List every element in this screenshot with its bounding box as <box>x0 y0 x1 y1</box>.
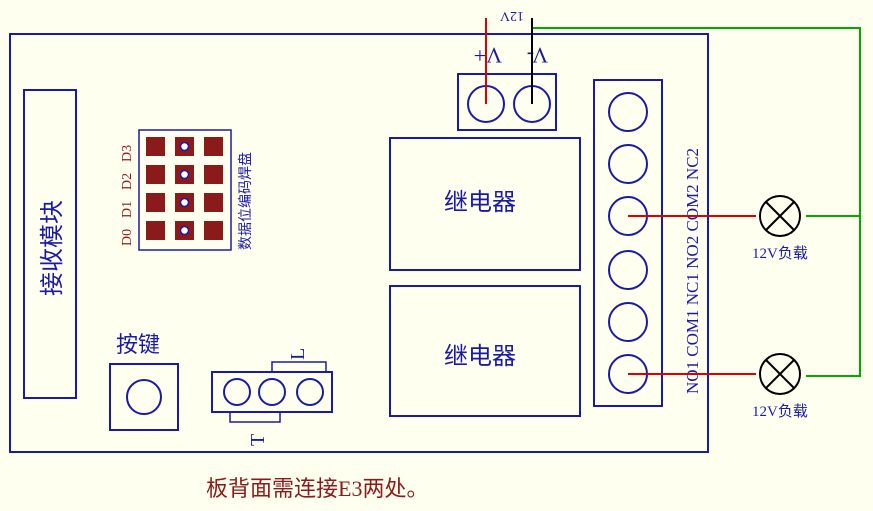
terminal-screw-nc2[interactable] <box>608 92 648 132</box>
receiver-module <box>23 89 77 399</box>
supply-label: 12V <box>500 8 524 23</box>
pad-hole <box>179 141 190 152</box>
button[interactable] <box>109 363 179 431</box>
pad-hole <box>179 225 190 236</box>
pin-label-d0: D0 <box>120 229 135 246</box>
pin-label-d2: D2 <box>120 173 135 190</box>
data-pads-label: 数据位编码焊盘 <box>237 152 254 250</box>
button-label: 按键 <box>116 332 160 357</box>
solder-pad <box>204 221 223 240</box>
wires <box>485 18 861 377</box>
pin-label-d1: D1 <box>120 201 135 218</box>
load-2-lamp-icon <box>759 353 801 395</box>
solder-pad <box>204 137 223 156</box>
terminal-labels: NO1 COM1 NC1 NO2 COM2 NC2 <box>683 148 702 394</box>
relay-2-label: 继电器 <box>444 343 516 370</box>
terminal-screw-com2[interactable] <box>608 144 648 184</box>
board-outline <box>9 33 709 453</box>
jumper-connector[interactable] <box>211 361 333 423</box>
load-2-label: 12V负载 <box>752 403 808 420</box>
solder-pad <box>146 137 165 156</box>
pad-hole <box>179 197 190 208</box>
pin-label-d3: D3 <box>120 145 135 162</box>
relay-2 <box>389 285 581 417</box>
terminal-screw-com1[interactable] <box>608 302 648 342</box>
pad-hole <box>179 169 190 180</box>
data-pads <box>138 129 232 251</box>
receiver-label: 接收模块 <box>39 200 66 296</box>
relay-1 <box>389 137 581 271</box>
relay-1-label: 继电器 <box>444 189 516 216</box>
terminal-screw-nc1[interactable] <box>608 250 648 290</box>
solder-pad <box>204 193 223 212</box>
load-1-lamp-icon <box>759 195 801 237</box>
vplus-label: V+ <box>474 43 502 68</box>
footer-note: 板背面需连接E3两处。 <box>206 476 428 501</box>
solder-pad <box>204 165 223 184</box>
load-1-label: 12V负载 <box>752 245 808 262</box>
jumper-l-label: L <box>287 348 309 360</box>
output-terminal-block <box>593 79 663 407</box>
jumper-t-label: T <box>247 434 269 446</box>
vminus-label: V- <box>527 43 548 68</box>
power-terminal <box>457 73 557 131</box>
solder-pad <box>146 165 165 184</box>
solder-pad <box>146 193 165 212</box>
button-cap[interactable] <box>126 379 162 415</box>
solder-pad <box>146 221 165 240</box>
